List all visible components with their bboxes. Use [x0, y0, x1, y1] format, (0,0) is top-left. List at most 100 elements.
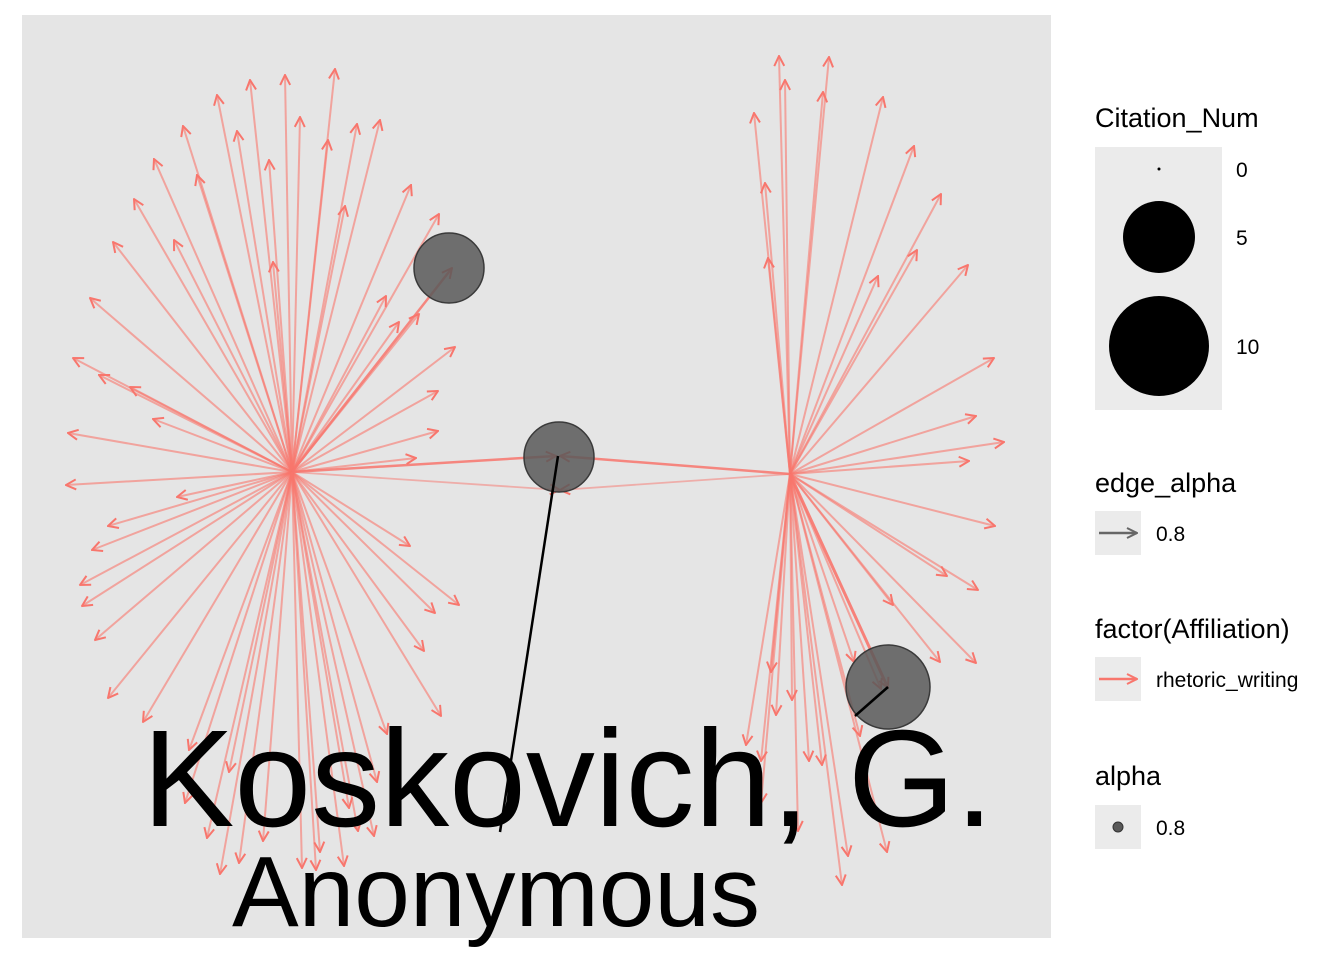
- affiliation-label: rhetoric_writing: [1156, 669, 1298, 692]
- citation-edge: [789, 250, 917, 475]
- citation-edge: [789, 473, 848, 856]
- citation-edge: [153, 419, 293, 473]
- citation-edge: [291, 391, 438, 473]
- citation-edge: [291, 347, 455, 473]
- citation-edge: [291, 471, 316, 870]
- citation-edge: [560, 456, 791, 476]
- citation-key-5: [1123, 201, 1195, 273]
- citation-edge: [291, 296, 386, 473]
- citation-edge: [789, 194, 941, 475]
- label-connector-layer: [498, 455, 889, 833]
- citation-edge: [789, 473, 940, 662]
- alpha-label: 0.8: [1156, 817, 1185, 840]
- koskovich-label: Koskovich, G.: [142, 702, 993, 856]
- citation-edge: [291, 120, 380, 473]
- koskovich-label-connector: [854, 686, 889, 717]
- citation-edge: [80, 471, 293, 585]
- citation-edge: [154, 159, 293, 473]
- citation-edge: [229, 471, 293, 772]
- citation-edge: [130, 387, 293, 473]
- citation-legend-title: Citation_Num: [1095, 103, 1259, 133]
- citation-edge: [291, 206, 345, 473]
- citation-edge: [220, 471, 293, 874]
- citation-edge: [789, 265, 968, 475]
- citation-edge: [237, 131, 293, 473]
- citation-edge: [789, 473, 842, 885]
- alpha-legend-title: alpha: [1095, 761, 1162, 791]
- edge-layer: [66, 56, 1004, 885]
- citation-edge: [291, 471, 441, 716]
- citation-edge: [291, 471, 435, 613]
- citation-edge: [789, 416, 976, 475]
- citation-edge: [177, 471, 293, 497]
- citation-edge: [789, 276, 878, 475]
- citation-edge: [790, 473, 792, 700]
- citation-edge: [789, 473, 976, 663]
- citation-edge: [207, 471, 293, 838]
- citation-edge: [291, 322, 399, 473]
- alpha-point-icon: [1112, 821, 1124, 833]
- citation-edge: [291, 471, 560, 490]
- citation-edge: [90, 298, 293, 473]
- citation-edge: [217, 95, 293, 473]
- citation-edge: [291, 471, 302, 868]
- cited-node-1: [413, 232, 485, 304]
- affiliation-legend-title: factor(Affiliation): [1095, 614, 1290, 644]
- citation-edge: [291, 471, 459, 605]
- anonymous-label: Anonymous: [232, 836, 760, 948]
- citation-edge: [789, 92, 823, 475]
- citation-edge: [291, 268, 452, 473]
- citation-edge: [291, 140, 328, 473]
- citation-edge: [250, 80, 293, 473]
- citation-edge: [291, 471, 374, 836]
- citation-edge: [291, 471, 344, 866]
- citation-edge: [82, 471, 293, 606]
- citation-edge: [92, 471, 293, 550]
- citation-edge: [789, 442, 1004, 475]
- citation-edge: [291, 456, 556, 474]
- citation-edge: [761, 473, 791, 761]
- citation-edge: [285, 75, 293, 473]
- citation-edge: [291, 471, 358, 831]
- citation-edge: [768, 258, 791, 475]
- citation-edge: [560, 473, 791, 490]
- citation-edge: [785, 80, 790, 475]
- citation-label-5: 5: [1236, 227, 1248, 250]
- edge-alpha-legend-title: edge_alpha: [1095, 468, 1237, 498]
- citation-edge: [789, 473, 887, 852]
- citation-edge: [291, 117, 300, 473]
- legend: Citation_Num 0 5 10 edge_alpha 0.8 facto…: [1095, 103, 1298, 849]
- anonymous-label-connector: [498, 455, 560, 833]
- citation-edge: [197, 175, 293, 473]
- citation-edge: [291, 185, 411, 473]
- citation-edge: [789, 473, 995, 526]
- citation-edge: [108, 471, 293, 526]
- citation-edge: [789, 461, 969, 475]
- citation-edge: [113, 242, 293, 473]
- citation-edge: [776, 473, 791, 715]
- citation-edge: [273, 262, 293, 473]
- citation-key-0: [1157, 167, 1161, 171]
- citation-edge: [291, 214, 439, 473]
- citation-edge: [239, 471, 293, 863]
- edge-alpha-label: 0.8: [1156, 523, 1185, 546]
- citation-edge: [789, 146, 914, 475]
- citation-edge: [108, 471, 293, 698]
- citation-edge: [291, 471, 410, 546]
- citation-edge: [66, 471, 293, 485]
- citation-label-0: 0: [1236, 159, 1248, 182]
- citation-edge: [746, 473, 791, 745]
- citation-edge: [789, 358, 994, 475]
- citation-edge: [789, 473, 978, 590]
- citation-edge: [95, 471, 293, 640]
- citation-edge: [789, 97, 883, 475]
- citation-edge: [143, 471, 293, 722]
- citation-edge: [789, 473, 854, 662]
- citation-edge: [789, 473, 809, 761]
- citation-edge: [291, 471, 387, 734]
- citation-edge: [134, 199, 293, 473]
- citation-edge: [789, 473, 822, 765]
- citation-edge: [185, 471, 293, 803]
- citation-edge: [263, 471, 293, 841]
